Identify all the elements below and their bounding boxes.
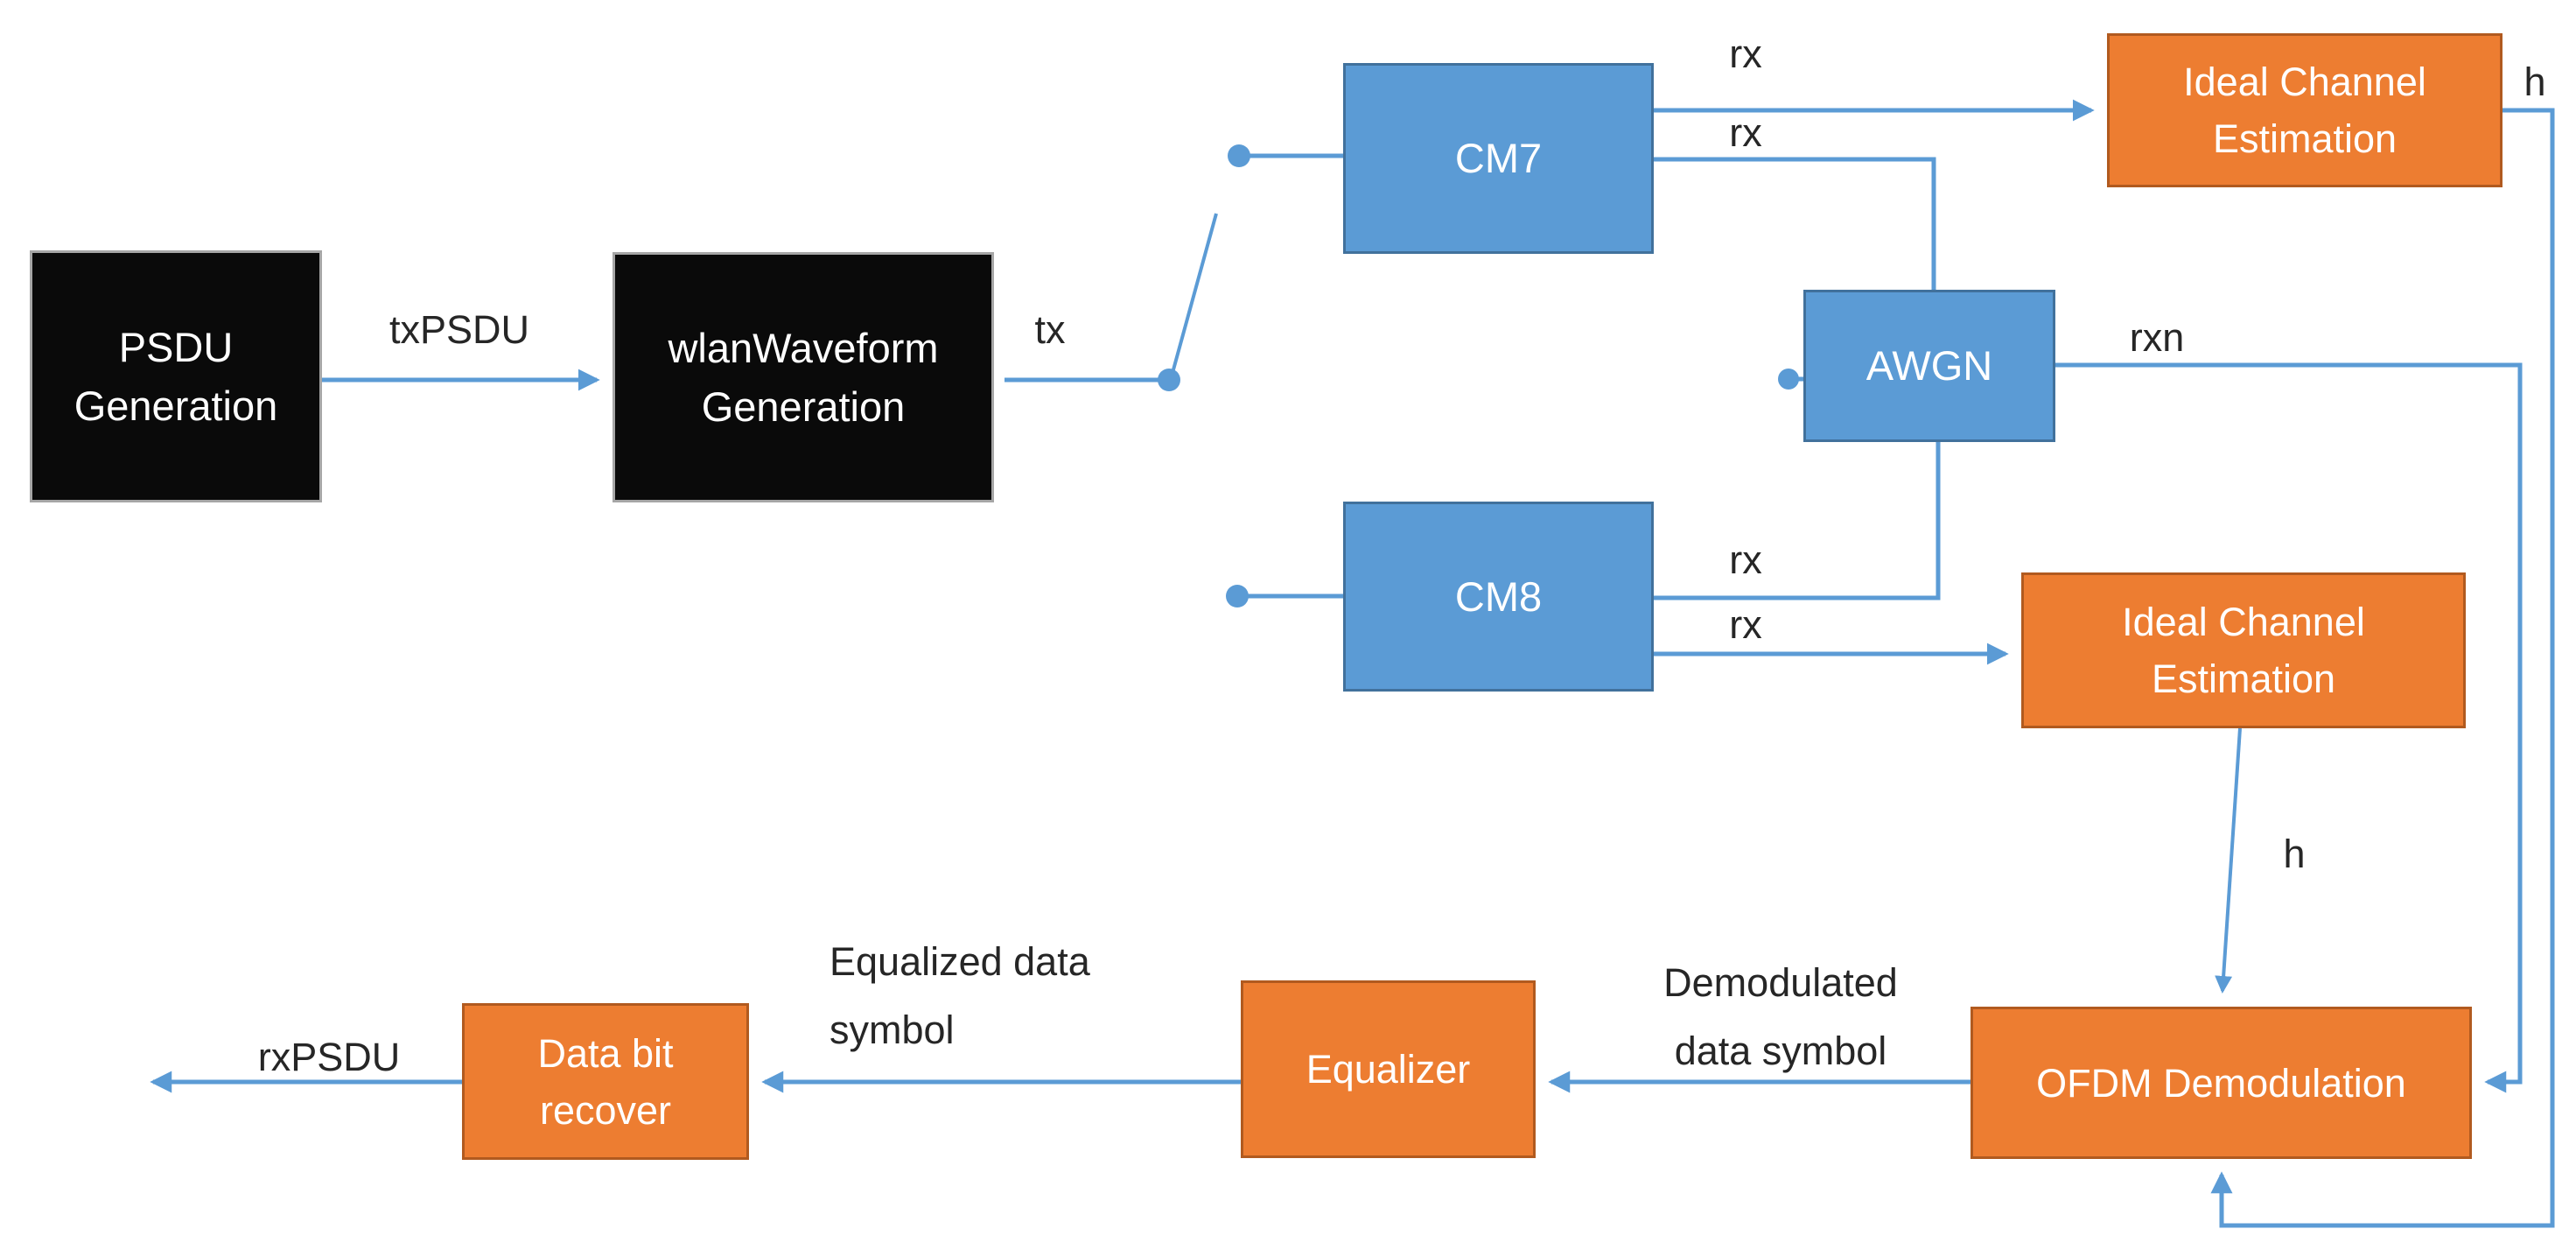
label-h-top: h — [2524, 60, 2546, 104]
label-demodulated-data-symbol: Demodulated data symbol — [1623, 949, 1938, 1085]
label-line: symbol — [830, 1008, 955, 1052]
cm8-input-dot — [1226, 585, 1249, 607]
node-label: Equalizer — [1306, 1047, 1471, 1092]
node-ofdm-demodulation: OFDM Demodulation — [1970, 1007, 2472, 1159]
label-txpsdu: txPSDU — [388, 307, 530, 352]
label-rx-cm7-bottom: rx — [1729, 110, 1762, 155]
node-label: CM8 — [1454, 572, 1543, 620]
label-rx-cm7-top: rx — [1729, 32, 1762, 76]
node-label: CM7 — [1454, 135, 1543, 181]
label-line: data symbol — [1674, 1029, 1887, 1073]
label-rxpsdu: rxPSDU — [257, 1035, 401, 1079]
edge-rxn — [2055, 362, 2523, 1093]
label-tx: tx — [1034, 307, 1066, 352]
label-rx-cm8-top: rx — [1729, 537, 1762, 582]
edge-cm7-rx-to-awgn — [1654, 157, 1936, 290]
edge-cm8-rx-to-awgn — [1654, 442, 1941, 600]
tx-switch-dot — [1158, 369, 1180, 391]
node-label: Ideal Channel — [2183, 60, 2426, 104]
node-label: Ideal Channel — [2122, 600, 2365, 644]
node-psdu-generation: PSDU Generation — [30, 250, 322, 502]
switch-arm-line — [1171, 213, 1218, 374]
node-cm8: CM8 — [1343, 502, 1654, 692]
label-line: Equalized data — [830, 939, 1090, 984]
node-ideal-channel-estimation-mid: Ideal Channel Estimation — [2021, 572, 2466, 728]
label-rx-cm8-bottom: rx — [1729, 602, 1762, 647]
label-h-mid: h — [2283, 832, 2306, 876]
edge-h-mid — [2215, 727, 2242, 994]
label-line: Demodulated — [1663, 960, 1898, 1005]
awgn-input-dot — [1778, 369, 1799, 390]
node-label: AWGN — [1866, 342, 1993, 389]
label-equalized-data-symbol: Equalized data symbol — [830, 928, 1090, 1064]
cm7-input-dot — [1228, 144, 1250, 167]
node-label: Data bit — [537, 1030, 674, 1076]
node-equalizer: Equalizer — [1241, 980, 1536, 1158]
label-rxn: rxn — [2129, 315, 2185, 360]
node-awgn: AWGN — [1803, 290, 2055, 442]
node-cm7: CM7 — [1343, 63, 1654, 254]
node-label: wlanWaveform — [668, 325, 939, 371]
node-ideal-channel-estimation-top: Ideal Channel Estimation — [2107, 33, 2502, 187]
node-data-bit-recover: Data bit recover — [462, 1003, 749, 1160]
node-label: recover — [539, 1087, 672, 1133]
node-label: Estimation — [2212, 116, 2398, 161]
node-label: PSDU — [118, 324, 234, 370]
node-label: Estimation — [2151, 657, 2336, 701]
node-label: Generation — [74, 383, 278, 429]
node-label: Generation — [701, 383, 906, 430]
node-label: OFDM Demodulation — [2036, 1060, 2406, 1106]
edge-h-top — [2210, 108, 2555, 1228]
node-wlanwaveform-generation: wlanWaveform Generation — [612, 252, 994, 502]
